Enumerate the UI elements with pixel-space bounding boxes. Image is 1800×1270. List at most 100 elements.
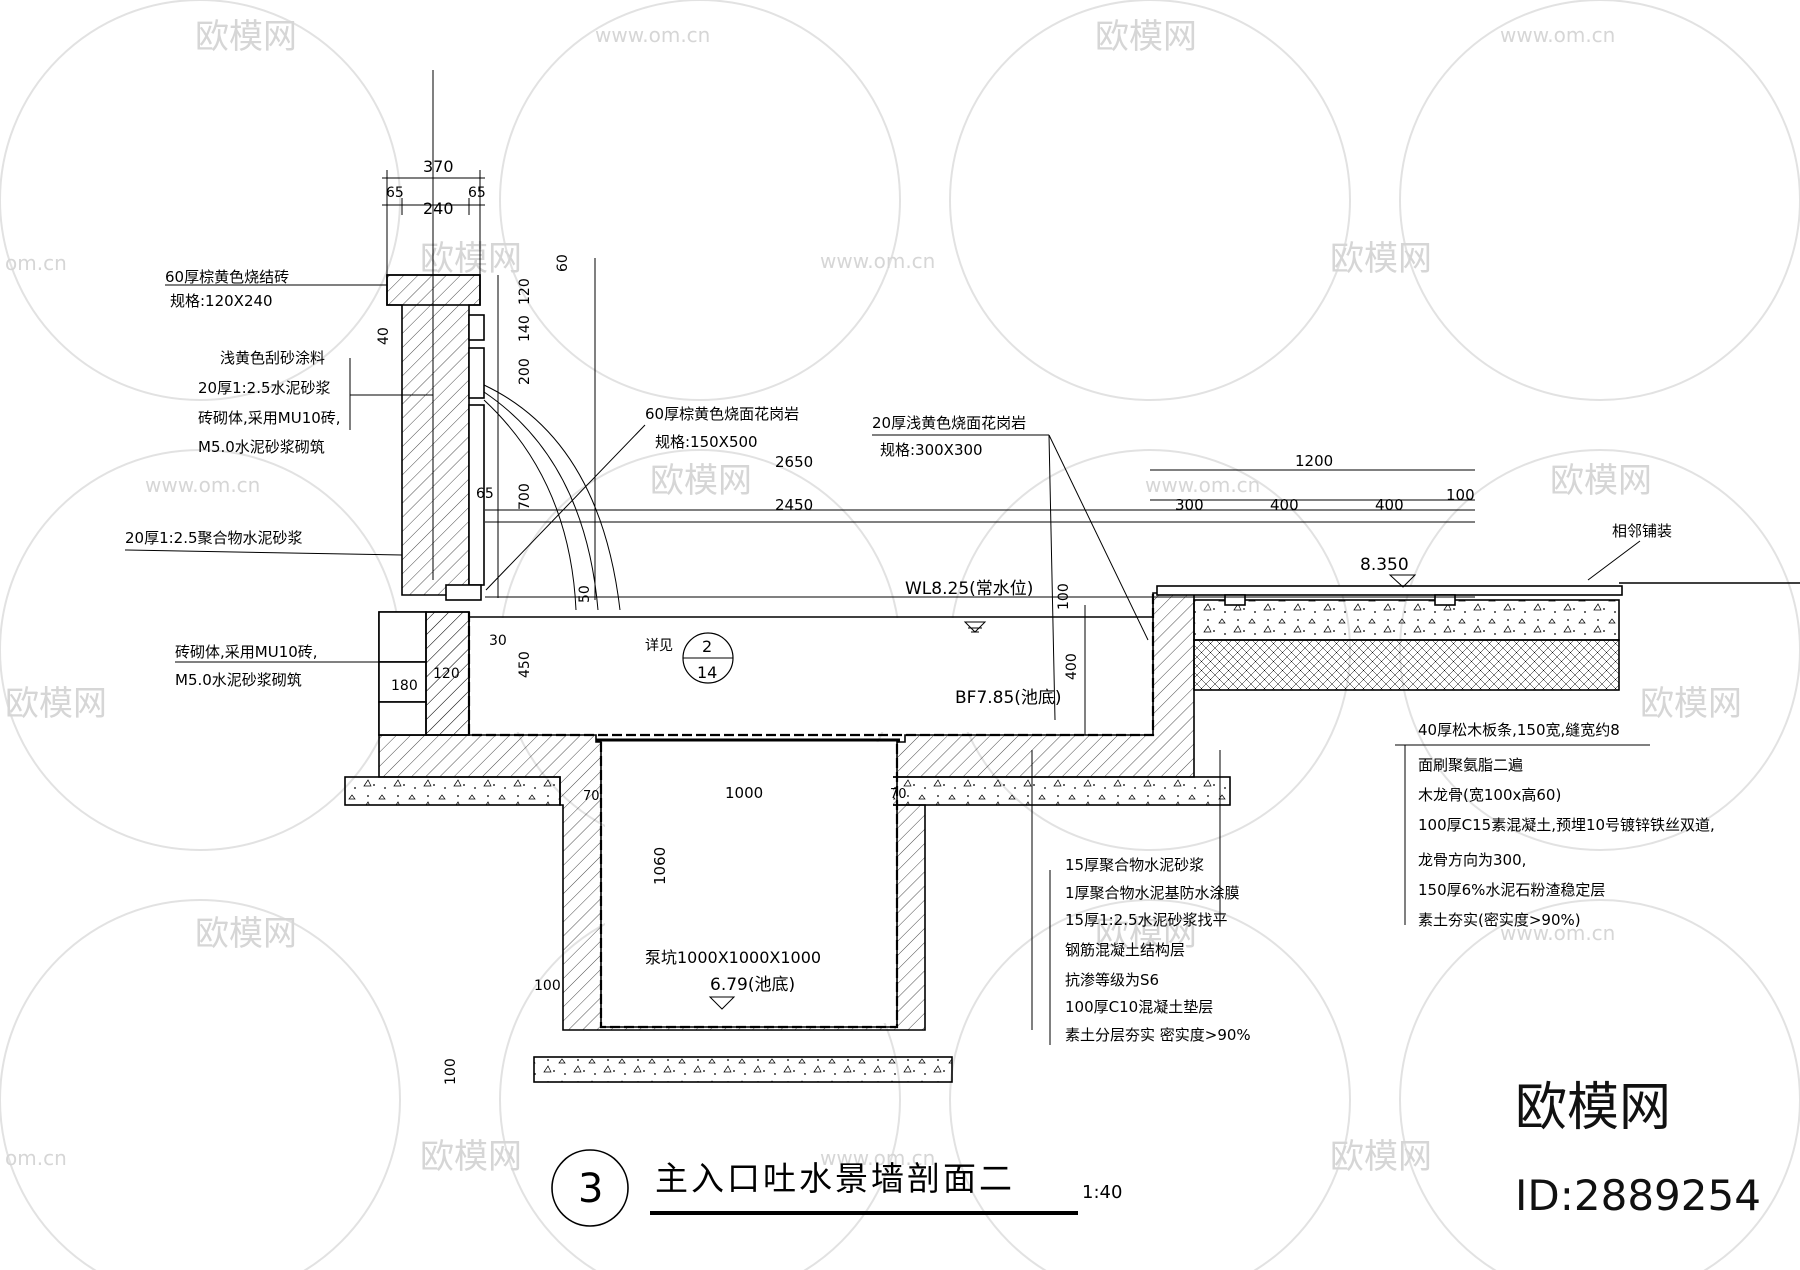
svg-text:om.cn: om.cn — [5, 251, 67, 275]
label-deck-4: 100厚C15素混凝土,预埋10号镀锌铁丝双道, — [1418, 816, 1715, 834]
label-pump-pit: 泵坑1000X1000X1000 — [645, 948, 821, 967]
label-layer-6: 100厚C10混凝土垫层 — [1065, 998, 1213, 1016]
label-adjacent-paving: 相邻铺装 — [1612, 522, 1672, 540]
title-number-circle — [551, 1149, 629, 1227]
title-block: 3 主入口吐水景墙剖面二 1:40 — [551, 1149, 1122, 1227]
label-polymer-mortar: 20厚1:2.5聚合物水泥砂浆 — [125, 529, 303, 547]
svg-text:欧模网: 欧模网 — [1550, 461, 1652, 501]
label-granite-1-size: 规格:150X500 — [655, 433, 758, 451]
label-layer-2: 1厚聚合物水泥基防水涂膜 — [1065, 884, 1240, 902]
deck-boards — [1156, 585, 1623, 596]
label-deck-6: 150厚6%水泥石粉渣稳定层 — [1418, 881, 1605, 899]
svg-text:欧模网: 欧模网 — [420, 239, 522, 279]
dim-450: 450 — [517, 651, 533, 678]
svg-text:www.om.cn: www.om.cn — [145, 473, 260, 497]
wall-cap — [386, 274, 481, 306]
svg-text:欧模网: 欧模网 — [1330, 239, 1432, 279]
dim-180: 180 — [391, 678, 418, 694]
detail-ref-label: 详见 — [645, 638, 673, 654]
dim-370: 370 — [423, 157, 454, 176]
svg-text:www.om.cn: www.om.cn — [1500, 921, 1615, 945]
dim-65-wall: 65 — [476, 486, 494, 502]
detail-ref-top: 2 — [702, 637, 712, 656]
dimension-lines — [382, 170, 1475, 1030]
label-granite-2: 20厚浅黄色烧面花岗岩 — [872, 414, 1026, 432]
label-layer-3: 15厚1:2.5水泥砂浆找平 — [1065, 911, 1228, 929]
label-deck-5: 龙骨方向为300, — [1418, 851, 1526, 869]
dim-120: 120 — [517, 278, 533, 305]
svg-text:www.om.cn: www.om.cn — [1500, 23, 1615, 47]
deck-base — [1193, 639, 1620, 691]
svg-text:www.om.cn: www.om.cn — [1145, 473, 1260, 497]
dim-240: 240 — [423, 199, 454, 218]
footing-right — [879, 776, 1231, 806]
label-deck-1: 40厚松木板条,150宽,缝宽约8 — [1418, 721, 1620, 739]
label-paint: 浅黄色刮砂涂料 — [220, 349, 325, 367]
svg-text:欧模网: 欧模网 — [650, 461, 752, 501]
structure — [344, 70, 1800, 1083]
title-text: 主入口吐水景墙剖面二 — [655, 1159, 1015, 1198]
level-pool-bottom: BF7.85(池底) — [955, 688, 1062, 708]
dim-120-lower: 120 — [433, 666, 460, 682]
label-granite-2-size: 规格:300X300 — [880, 441, 983, 459]
dim-300: 300 — [1175, 496, 1204, 514]
brand-name: 欧模网 — [1515, 1078, 1671, 1138]
label-masonry-mortar: M5.0水泥砂浆砌筑 — [198, 438, 325, 456]
spout-stone — [445, 584, 482, 601]
label-masonry-lower: 砖砌体,采用MU10砖, — [175, 643, 318, 661]
dim-70-left: 70 — [583, 789, 600, 804]
dim-50: 50 — [577, 585, 593, 603]
pit-pad — [533, 1056, 953, 1083]
dim-400-a: 400 — [1270, 496, 1299, 514]
watermark-tiles: 欧模网 www.om.cn 欧模网 www.om.cn om.cn 欧模网 ww… — [5, 17, 1742, 1177]
label-deck-3: 木龙骨(宽100x高60) — [1418, 786, 1561, 804]
label-mortar-20: 20厚1:2.5水泥砂浆 — [198, 379, 331, 397]
dim-1000: 1000 — [725, 784, 763, 802]
dim-2450: 2450 — [775, 496, 813, 514]
svg-text:欧模网: 欧模网 — [1095, 914, 1197, 954]
brand-id: ID:2889254 — [1515, 1171, 1761, 1220]
label-layer-5: 抗渗等级为S6 — [1065, 971, 1159, 989]
label-masonry-lower-mortar: M5.0水泥砂浆砌筑 — [175, 671, 302, 689]
label-layer-1: 15厚聚合物水泥砂浆 — [1065, 856, 1204, 874]
dim-65-right: 65 — [468, 185, 486, 201]
annotation-text: 370 65 240 65 40 120 140 200 700 65 50 3… — [125, 157, 1715, 1085]
dim-70-right: 70 — [890, 787, 907, 802]
dim-200: 200 — [517, 358, 533, 385]
dim-40: 40 — [376, 327, 392, 345]
svg-text:欧模网: 欧模网 — [1095, 17, 1197, 57]
dim-140: 140 — [517, 315, 533, 342]
label-deck-2: 面刷聚氨脂二遍 — [1418, 756, 1523, 774]
dim-100-pad: 100 — [443, 1058, 459, 1085]
svg-text:欧模网: 欧模网 — [1330, 1137, 1432, 1177]
footing-left — [344, 776, 561, 806]
label-masonry: 砖砌体,采用MU10砖, — [198, 409, 341, 427]
label-granite-1: 60厚棕黄色烧面花岗岩 — [645, 405, 799, 423]
level-pit-bottom: 6.79(池底) — [710, 975, 795, 995]
svg-text:om.cn: om.cn — [5, 1146, 67, 1170]
svg-text:欧模网: 欧模网 — [420, 1137, 522, 1177]
deck-concrete — [1193, 599, 1620, 641]
svg-text:www.om.cn: www.om.cn — [820, 249, 935, 273]
dim-1200: 1200 — [1295, 452, 1333, 470]
wall-coping — [386, 274, 481, 596]
dim-2650: 2650 — [775, 453, 813, 471]
svg-text:www.om.cn: www.om.cn — [595, 23, 710, 47]
dim-400-b: 400 — [1375, 496, 1404, 514]
svg-text:欧模网: 欧模网 — [195, 17, 297, 57]
svg-text:欧模网: 欧模网 — [1640, 684, 1742, 724]
dim-400-pool: 400 — [1064, 653, 1080, 680]
label-layer-7: 素土分层夯实 密实度>90% — [1065, 1026, 1251, 1044]
leader-lines — [124, 284, 1650, 1045]
svg-text:欧模网: 欧模网 — [195, 914, 297, 954]
label-deck-7: 素土夯实(密实度>90%) — [1418, 911, 1581, 929]
label-layer-4: 钢筋混凝土结构层 — [1065, 941, 1185, 959]
dim-100-pool: 100 — [1056, 583, 1072, 610]
label-brick-cap-size: 规格:120X240 — [170, 292, 273, 310]
dim-100-pit: 100 — [534, 978, 561, 994]
title-number: 3 — [578, 1166, 603, 1212]
dim-30: 30 — [489, 633, 507, 649]
level-water: WL8.25(常水位) — [905, 579, 1033, 599]
dim-65-left: 65 — [386, 185, 404, 201]
